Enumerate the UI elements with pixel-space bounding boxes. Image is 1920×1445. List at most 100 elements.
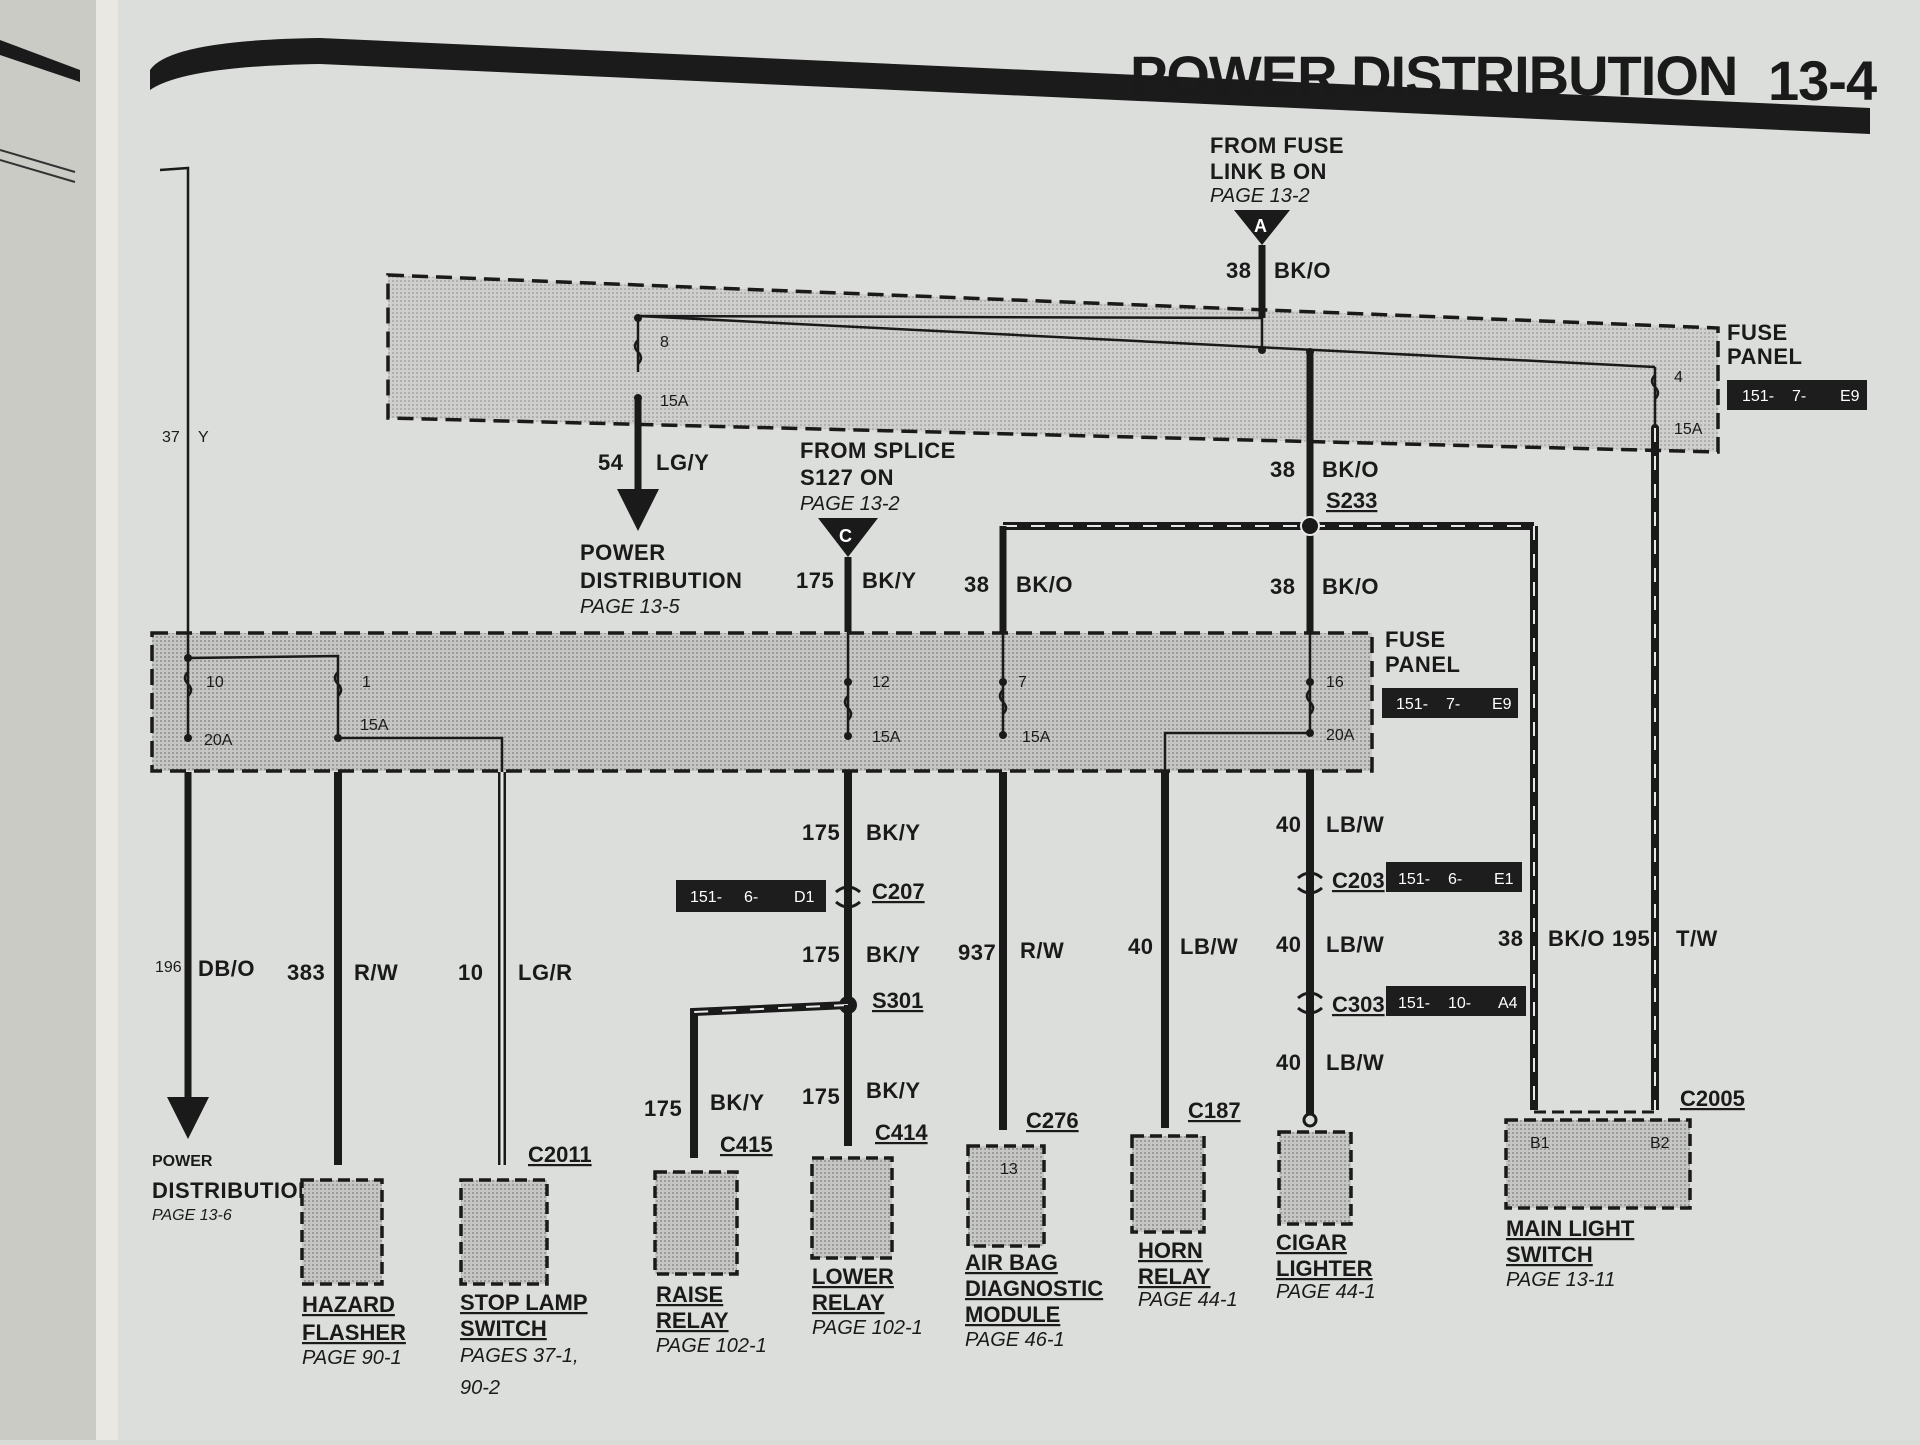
cigar-terminal: [1302, 1112, 1318, 1128]
svg-text:E9: E9: [1492, 696, 1512, 713]
wire-38-s233-color: BK/O: [1322, 457, 1379, 482]
component-main-light-switch[interactable]: C2005 B1 B2 MAIN LIGHT SWITCH PAGE 13-11: [1504, 1086, 1745, 1291]
svg-text:PAGE 90-1: PAGE 90-1: [302, 1347, 402, 1369]
svg-text:POWER: POWER: [152, 1153, 213, 1170]
svg-text:151-: 151-: [1396, 696, 1428, 713]
svg-text:151-: 151-: [690, 889, 722, 906]
fuse-10: 10 20A: [183, 654, 233, 749]
svg-text:SWITCH: SWITCH: [460, 1316, 547, 1341]
svg-text:15A: 15A: [872, 729, 901, 746]
fuse-7: 7 15A: [998, 632, 1051, 746]
connector-c203-icon: [1297, 871, 1323, 880]
svg-text:DIAGNOSTIC: DIAGNOSTIC: [965, 1276, 1103, 1301]
svg-text:C414: C414: [875, 1120, 928, 1145]
component-stop-lamp-switch[interactable]: C2011 STOP LAMP SWITCH PAGES 37-1, 90-2: [459, 1142, 592, 1399]
svg-text:6-: 6-: [744, 889, 758, 906]
wire-175-raise-color: BK/Y: [710, 1090, 765, 1115]
component-lower-relay[interactable]: C414 LOWER RELAY PAGE 102-1: [810, 1120, 928, 1339]
wire-175-raise: [690, 1001, 849, 1158]
svg-text:PAGE 46-1: PAGE 46-1: [965, 1329, 1065, 1351]
svg-text:FROM SPLICE: FROM SPLICE: [800, 438, 956, 463]
svg-text:PAGE 44-1: PAGE 44-1: [1276, 1281, 1376, 1303]
svg-text:HORN: HORN: [1138, 1238, 1203, 1263]
svg-text:20A: 20A: [1326, 727, 1355, 744]
connector-a-marker-icon: [1234, 210, 1290, 245]
svg-text:C276: C276: [1026, 1108, 1079, 1133]
fuse-8-node-top: [634, 314, 642, 322]
svg-text:15A: 15A: [1022, 729, 1051, 746]
header-bar: [150, 38, 1870, 134]
top-bus-left: [637, 314, 1263, 320]
svg-text:LIGHTER: LIGHTER: [1276, 1256, 1373, 1281]
svg-text:90-2: 90-2: [460, 1377, 500, 1399]
svg-text:AIR BAG: AIR BAG: [965, 1250, 1058, 1275]
wire-383-color: R/W: [354, 960, 398, 985]
left-page-lines: [0, 149, 76, 183]
wire-40-b-circuit: 40: [1276, 932, 1301, 957]
svg-text:PAGE 13-11: PAGE 13-11: [1506, 1269, 1615, 1291]
fuse-4-icon: [1650, 374, 1660, 400]
svg-text:C303: C303: [1332, 992, 1385, 1017]
svg-text:RELAY: RELAY: [812, 1290, 885, 1315]
fuse-16: 16 20A: [1305, 632, 1355, 744]
svg-text:PAGE 13-6: PAGE 13-6: [152, 1207, 232, 1224]
svg-text:PAGE 13-5: PAGE 13-5: [580, 596, 681, 618]
wire-40-c-circuit: 40: [1276, 1050, 1301, 1075]
component-hazard-flasher[interactable]: HAZARD FLASHER PAGE 90-1: [300, 1178, 406, 1369]
component-cigar-lighter[interactable]: CIGAR LIGHTER PAGE 44-1: [1276, 1130, 1376, 1303]
component-power-dist-13-5: POWER DISTRIBUTION PAGE 13-5: [580, 540, 742, 618]
wire-175-raise-circuit: 175: [644, 1096, 682, 1121]
svg-text:151-: 151-: [1742, 388, 1774, 405]
fuse-8-icon: [633, 339, 643, 365]
svg-text:C207: C207: [872, 879, 925, 904]
fuse-8-number: 8: [660, 334, 669, 351]
svg-text:PAGE 13-2: PAGE 13-2: [800, 493, 900, 515]
svg-text:E9: E9: [1840, 388, 1860, 405]
wire-196-circuit: 196: [155, 959, 182, 976]
svg-text:POWER: POWER: [580, 540, 666, 565]
fuse-panel-bottom: [150, 631, 1374, 773]
component-power-dist-13-6: POWER DISTRIBUTION PAGE 13-6: [152, 1153, 314, 1224]
connector-c303: C303 151- 10- A4: [1297, 986, 1526, 1017]
svg-text:10: 10: [206, 674, 224, 691]
wire-37-circuit: 37: [162, 429, 180, 446]
fuse-panel-bottom-label-2: PANEL: [1385, 652, 1460, 677]
fuse-panel-top-ref: 151- 7- E9: [1727, 380, 1867, 410]
svg-text:7: 7: [1018, 674, 1027, 691]
svg-text:PAGE 13-2: PAGE 13-2: [1210, 185, 1310, 207]
page-number: 13-4: [1768, 49, 1877, 112]
svg-text:B2: B2: [1650, 1135, 1670, 1152]
component-air-bag-module[interactable]: C276 13 AIR BAG DIAGNOSTIC MODULE PAGE 4…: [965, 1108, 1103, 1351]
svg-text:16: 16: [1326, 674, 1344, 691]
bus-fuse-16-horn: [1163, 731, 1310, 772]
svg-text:C2005: C2005: [1680, 1086, 1745, 1111]
connector-c-marker-icon: [818, 518, 878, 557]
wire-38-right-color: BK/O: [1322, 574, 1379, 599]
svg-text:7-: 7-: [1446, 696, 1460, 713]
wire-175-in-circuit: 175: [796, 568, 834, 593]
wire-54-circuit: 54: [598, 450, 624, 475]
wire-175-a-circuit: 175: [802, 820, 840, 845]
svg-text:6-: 6-: [1448, 871, 1462, 888]
wire-38-top-circuit: 38: [1226, 258, 1251, 283]
svg-text:MAIN LIGHT: MAIN LIGHT: [1506, 1216, 1635, 1241]
wire-937-circuit: 937: [958, 940, 996, 965]
connector-c303-icon: [1297, 991, 1323, 1000]
wire-37-color: Y: [198, 429, 209, 446]
svg-text:C2011: C2011: [528, 1142, 592, 1167]
svg-text:S127 ON: S127 ON: [800, 465, 894, 490]
fuse-4-rating: 15A: [1674, 421, 1703, 438]
wire-175-in-color: BK/Y: [862, 568, 917, 593]
svg-text:LOWER: LOWER: [812, 1264, 894, 1289]
svg-text:151-: 151-: [1398, 871, 1430, 888]
bus-node-a: [1258, 346, 1266, 354]
component-horn-relay[interactable]: C187 HORN RELAY PAGE 44-1: [1130, 1098, 1241, 1311]
component-raise-relay[interactable]: C415 RAISE RELAY PAGE 102-1: [653, 1132, 773, 1357]
svg-text:E1: E1: [1494, 871, 1514, 888]
wire-38-main-color: BK/O: [1548, 926, 1605, 951]
svg-text:DISTRIBUTION: DISTRIBUTION: [152, 1178, 314, 1203]
svg-text:PAGES 37-1,: PAGES 37-1,: [460, 1345, 579, 1367]
wire-383-circuit: 383: [287, 960, 325, 985]
source-splice-s127: FROM SPLICE S127 ON PAGE 13-2 C: [800, 438, 956, 557]
